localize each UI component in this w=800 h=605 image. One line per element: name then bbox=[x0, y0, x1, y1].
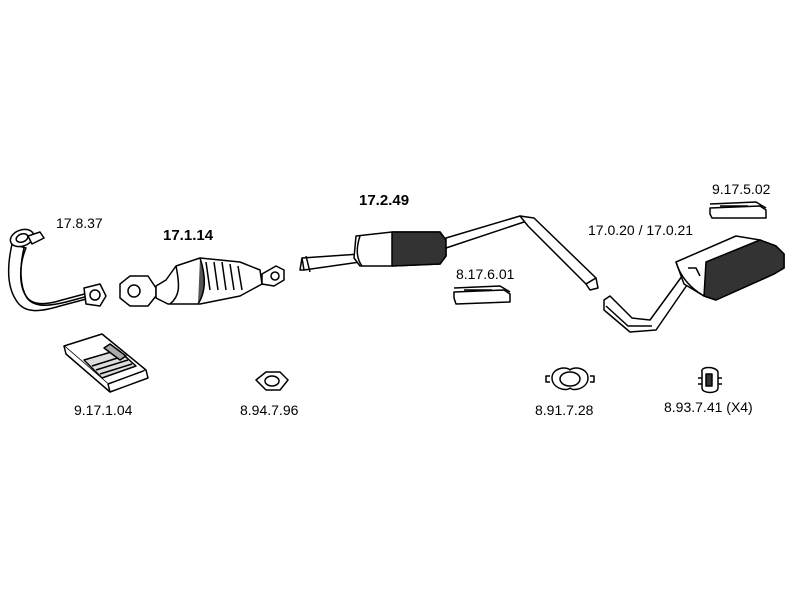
label-center-silencer: 17.2.49 bbox=[359, 192, 410, 209]
rubber-mount-mid-drawing bbox=[454, 286, 510, 304]
label-rubber-mount-mid: 8.17.6.01 bbox=[456, 266, 515, 282]
label-fitting-kit: 9.17.1.04 bbox=[74, 402, 133, 418]
label-front-pipe: 17.8.37 bbox=[56, 215, 103, 231]
fitting-kit-drawing bbox=[64, 334, 148, 392]
hanger-ring-drawing bbox=[698, 368, 722, 393]
rear-silencer-drawing bbox=[604, 236, 784, 332]
label-catalytic-converter: 17.1.14 bbox=[163, 227, 214, 244]
label-rear-silencer: 17.0.20 / 17.0.21 bbox=[588, 222, 694, 238]
clamp-drawing bbox=[546, 368, 594, 389]
catalytic-converter-drawing bbox=[120, 258, 284, 306]
front-pipe-drawing bbox=[8, 226, 106, 310]
label-clamp: 8.91.7.28 bbox=[535, 402, 594, 418]
label-hanger-ring: 8.93.7.41 (X4) bbox=[664, 399, 753, 415]
center-silencer-drawing bbox=[300, 216, 598, 290]
label-gasket: 8.94.7.96 bbox=[240, 402, 299, 418]
label-rubber-mount-top: 9.17.5.02 bbox=[712, 181, 771, 197]
gasket-drawing bbox=[256, 372, 288, 390]
rubber-mount-top-drawing bbox=[710, 202, 766, 218]
